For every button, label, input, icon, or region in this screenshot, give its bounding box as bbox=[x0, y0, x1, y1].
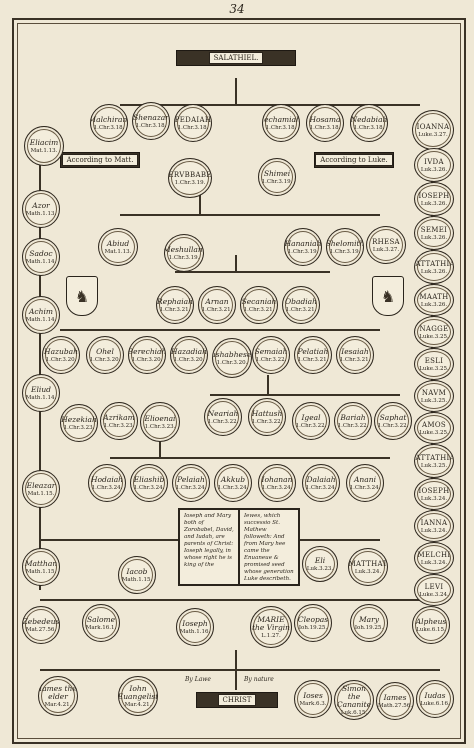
person-node: MATTATHIASLuk.3.25. bbox=[414, 444, 454, 478]
matthew-banner: According to Matt. bbox=[60, 152, 140, 168]
by-nature-label: By nature bbox=[244, 676, 274, 683]
christ-banner: CHRIST bbox=[196, 692, 278, 708]
page-number: 34 bbox=[229, 2, 245, 16]
book-left-page: Ioseph and Mary both of Zorobabel, David… bbox=[184, 513, 234, 568]
salathiel-banner: SALATHIEL. bbox=[176, 50, 296, 66]
person-node: ZERVBBABEL1.Chr.3.19. bbox=[168, 158, 212, 198]
open-book: Ioseph and Mary both of Zorobabel, David… bbox=[178, 508, 300, 586]
right-shield-icon: ♞ bbox=[372, 276, 404, 316]
book-right-page: Iewes, which successio St. Mathew follow… bbox=[238, 510, 298, 584]
page-border bbox=[12, 18, 466, 744]
luke-banner: According to Luke. bbox=[314, 152, 394, 168]
person-node: MATTATHIASLuk.3.26. bbox=[414, 250, 454, 284]
person-node: Iushabhesed1.Chr.3.20. bbox=[212, 338, 252, 378]
by-lawe-label: By Lawe bbox=[185, 676, 211, 683]
left-shield-icon: ♞ bbox=[66, 276, 98, 316]
